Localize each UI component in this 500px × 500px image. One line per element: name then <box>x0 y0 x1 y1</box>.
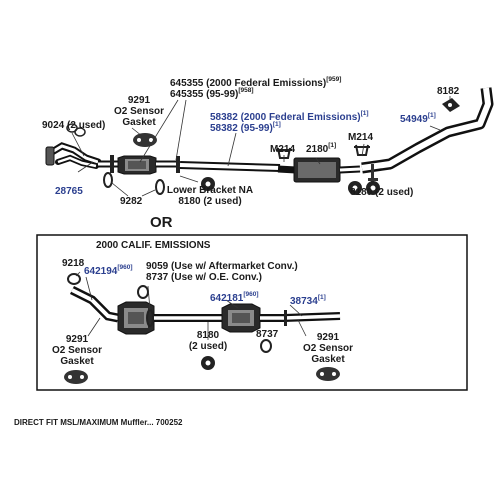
ref-959: [959] <box>326 75 342 83</box>
label-8180-right: 8180 (2 used) <box>350 187 414 198</box>
o2-gasket-9291-left <box>64 370 88 384</box>
label-9291-calif-right: 9291 O2 Sensor Gasket <box>296 332 360 365</box>
ref-960-b: [960] <box>243 290 259 298</box>
label-8180-calif-l2: (2 used) <box>188 341 228 352</box>
label-9291: 9291 O2 Sensor Gasket <box>112 95 166 128</box>
gasket-9282-a <box>103 172 113 188</box>
label-645355-federal: 645355 (2000 Federal Emissions)[959] <box>170 75 342 89</box>
label-38734-text: 38734 <box>290 296 318 307</box>
label-8182: 8182 <box>437 86 460 97</box>
ref-1-b: [1] <box>272 120 281 128</box>
ref-1-d: [1] <box>427 111 436 119</box>
label-lower-bracket: Lower Bracket NA 8180 (2 used) <box>162 185 258 207</box>
label-8737: 8737 <box>256 329 279 340</box>
label-9291-cl-l1: 9291 <box>65 334 89 345</box>
calif-title: 2000 CALIF. EMISSIONS <box>96 240 211 251</box>
label-lower-bracket-l2: 8180 (2 used) <box>178 196 242 207</box>
label-54949: 54949[1] <box>400 111 436 125</box>
catalytic-converter-645355 <box>98 155 180 175</box>
tailpipe-54949 <box>361 87 494 184</box>
calif-section-box <box>36 234 468 391</box>
upper-leader-lines <box>71 96 451 197</box>
or-label: OR <box>150 214 173 231</box>
footer-caption: DIRECT FIT MSL/MAXIMUM Muffler... 700252 <box>14 418 183 427</box>
ref-1-c: [1] <box>328 141 337 149</box>
label-9291-cl-l2: O2 Sensor <box>51 345 103 356</box>
hanger-8180-right <box>348 181 380 195</box>
label-8180-calif-l1: 8180 <box>196 330 220 341</box>
calif-leader-lines <box>75 271 307 340</box>
ref-1-e: [1] <box>317 293 326 301</box>
label-38734: 38734[1] <box>290 293 326 307</box>
y-pipe-9024 <box>45 142 102 169</box>
label-58382-federal: 58382 (2000 Federal Emissions)[1] <box>210 109 369 123</box>
gasket-9282-b <box>155 179 165 195</box>
ref-960-a: [960] <box>117 263 133 271</box>
label-9024: 9024 (2 used) <box>42 120 106 131</box>
ref-958: [958] <box>238 86 254 94</box>
ref-1-a: [1] <box>360 109 369 117</box>
label-58382-95-99: 58382 (95-99)[1] <box>210 120 281 134</box>
pipe-38734 <box>283 310 341 326</box>
label-642181: 642181[960] <box>210 290 259 304</box>
intermediate-pipe-58382 <box>179 161 281 172</box>
label-645355-federal-text: 645355 (2000 Federal Emissions) <box>170 78 327 89</box>
label-9291-l2: O2 Sensor <box>113 106 165 117</box>
label-642194: 642194[960] <box>84 263 133 277</box>
hanger-8180-calif <box>201 356 215 370</box>
label-m214-right: M214 <box>348 132 374 143</box>
o2-gasket-9291-right <box>316 367 340 381</box>
label-9291-cr-l3: Gasket <box>311 354 345 365</box>
label-645355-95-99: 645355 (95-99)[958] <box>170 86 254 100</box>
label-9291-l3: Gasket <box>122 117 156 128</box>
label-2180-text: 2180 <box>306 144 329 155</box>
gasket-9218 <box>67 273 81 285</box>
label-9291-l1: 9291 <box>127 95 151 106</box>
label-54949-text: 54949 <box>400 114 428 125</box>
label-lower-bracket-l1: Lower Bracket NA <box>166 185 254 196</box>
label-9291-calif-left: 9291 O2 Sensor Gasket <box>50 334 104 367</box>
label-642194-text: 642194 <box>84 266 118 277</box>
label-9282: 9282 <box>120 196 143 207</box>
label-58382-federal-text: 58382 (2000 Federal Emissions) <box>210 112 361 123</box>
gasket-9024 <box>66 123 86 137</box>
gasket-8737 <box>260 339 272 353</box>
label-9218: 9218 <box>62 258 85 269</box>
label-9291-cr-l1: 9291 <box>316 332 340 343</box>
muffler-2180 <box>277 157 361 183</box>
label-645355-95-99-text: 645355 (95-99) <box>170 89 239 100</box>
label-642181-text: 642181 <box>210 293 244 304</box>
label-9059: 9059 (Use w/ Aftermarket Conv.) <box>146 261 298 272</box>
label-8180-calif: 8180 (2 used) <box>182 330 234 352</box>
label-8737-note: 8737 (Use w/ O.E. Conv.) <box>146 272 262 283</box>
label-9291-cr-l2: O2 Sensor <box>302 343 354 354</box>
hanger-8182 <box>442 98 460 112</box>
label-58382-95-99-text: 58382 (95-99) <box>210 123 273 134</box>
label-2180: 2180[1] <box>306 141 337 155</box>
converter-pipe-642194 <box>69 285 200 335</box>
label-28765: 28765 <box>55 186 83 197</box>
clamp-m214-right <box>354 144 370 156</box>
catalytic-converter-642181 <box>198 303 284 333</box>
hanger-8180-lower-left <box>201 177 215 191</box>
label-9291-cl-l3: Gasket <box>60 356 94 367</box>
gasket-8737-note <box>137 285 149 299</box>
label-m214-left: M214 <box>270 144 296 155</box>
